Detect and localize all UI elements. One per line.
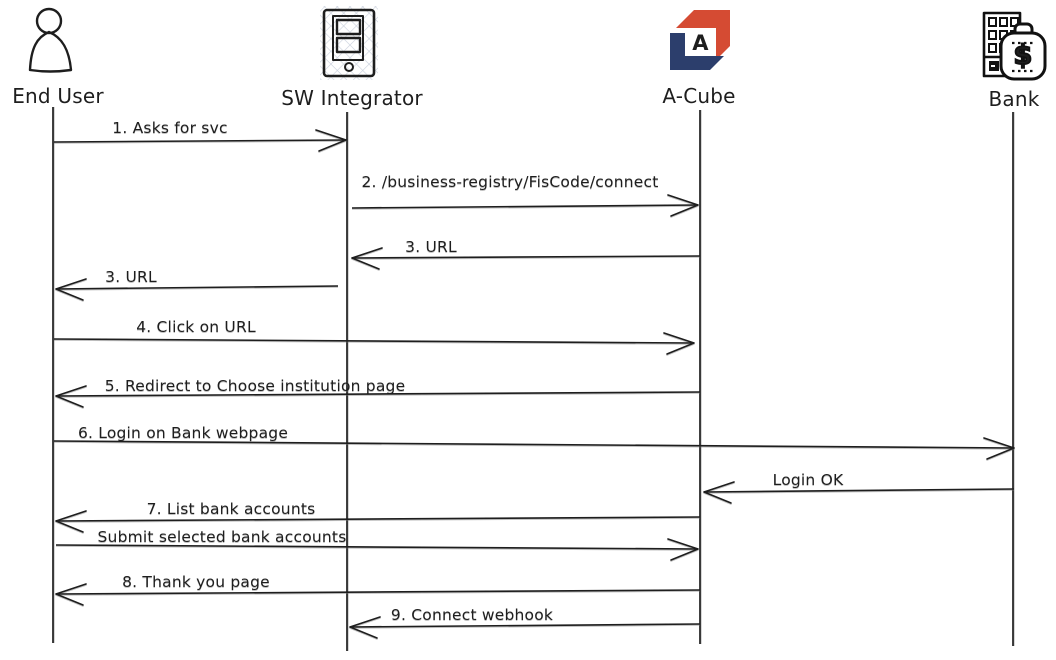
- message-label: 4. Click on URL: [136, 318, 256, 336]
- message-label: 1. Asks for svc: [112, 119, 227, 137]
- person-head: [35, 7, 63, 35]
- actor-a-cube: A A-Cube: [662, 10, 735, 108]
- actor-label-a-cube: A-Cube: [662, 84, 735, 108]
- message-label: 8. Thank you page: [122, 573, 270, 591]
- person-icon: [28, 30, 73, 73]
- a-cube-logo-red: [676, 10, 730, 60]
- message-arrow-2: 2. /business-registry/FisCode/connect: [351, 173, 699, 217]
- arrowhead-left-icon: [349, 616, 381, 639]
- message-arrow-11: 8. Thank you page: [55, 573, 701, 606]
- message-arrow-12: 9. Connect webhook: [349, 606, 701, 639]
- arrowhead-right-icon: [667, 538, 699, 561]
- arrowhead-left-icon: [55, 385, 87, 408]
- arrowhead-left-icon: [351, 247, 383, 270]
- message-label: Submit selected bank accounts: [98, 528, 347, 546]
- message-arrow-10: Submit selected bank accounts: [55, 528, 699, 561]
- message-label: 9. Connect webhook: [391, 606, 553, 624]
- smartphone-screen: [332, 15, 364, 61]
- message-arrow-1: 1. Asks for svc: [53, 119, 347, 152]
- arrowhead-right-icon: [667, 194, 699, 217]
- a-cube-logo-letter: A: [692, 31, 709, 55]
- a-cube-logo-navy: [670, 33, 724, 70]
- actor-bank: $ Bank: [982, 11, 1047, 111]
- actor-sw-integrator: SW Integrator: [281, 6, 423, 110]
- messages: 1. Asks for svc 2. /business-registry/Fi…: [53, 119, 1015, 639]
- actor-label-end-user: End User: [12, 84, 104, 108]
- arrowhead-right-icon: [663, 332, 695, 355]
- arrowhead-left-icon: [703, 481, 735, 504]
- actor-end-user: End User: [12, 7, 104, 108]
- home-button: [344, 62, 354, 72]
- message-label: 3. URL: [105, 268, 157, 286]
- message-arrow-7: 6. Login on Bank webpage: [53, 424, 1015, 460]
- smartphone-hatch: [320, 6, 378, 80]
- a-cube-logo-center: [685, 28, 716, 56]
- message-arrow-6: 5. Redirect to Choose institution page: [55, 377, 701, 408]
- screen-block-top: [335, 18, 362, 36]
- smartphone-icon: [322, 8, 376, 78]
- message-label: 2. /business-registry/FisCode/connect: [362, 173, 659, 191]
- bag-currency-symbol: $: [1014, 40, 1033, 71]
- message-label: Login OK: [773, 471, 844, 489]
- lifelines: [52, 107, 1014, 651]
- message-arrow-8: Login OK: [703, 471, 1015, 504]
- message-label: 7. List bank accounts: [147, 500, 316, 518]
- message-arrow-3: 3. URL: [351, 238, 701, 270]
- arrowhead-left-icon: [55, 278, 87, 301]
- message-label: 6. Login on Bank webpage: [78, 424, 288, 442]
- message-arrow-9: 7. List bank accounts: [55, 500, 701, 533]
- message-arrow-5: 4. Click on URL: [53, 318, 695, 355]
- screen-block-bottom: [335, 36, 362, 54]
- actor-label-sw-integrator: SW Integrator: [281, 86, 423, 110]
- arrowhead-left-icon: [55, 583, 87, 606]
- message-arrow-4: 3. URL: [55, 268, 339, 301]
- money-bag-icon: [999, 31, 1047, 81]
- arrowhead-right-icon: [315, 129, 347, 152]
- arrowhead-right-icon: [983, 437, 1015, 460]
- message-label: 3. URL: [405, 238, 457, 256]
- actor-label-bank: Bank: [988, 87, 1039, 111]
- message-label: 5. Redirect to Choose institution page: [105, 377, 406, 395]
- arrowhead-left-icon: [55, 510, 87, 533]
